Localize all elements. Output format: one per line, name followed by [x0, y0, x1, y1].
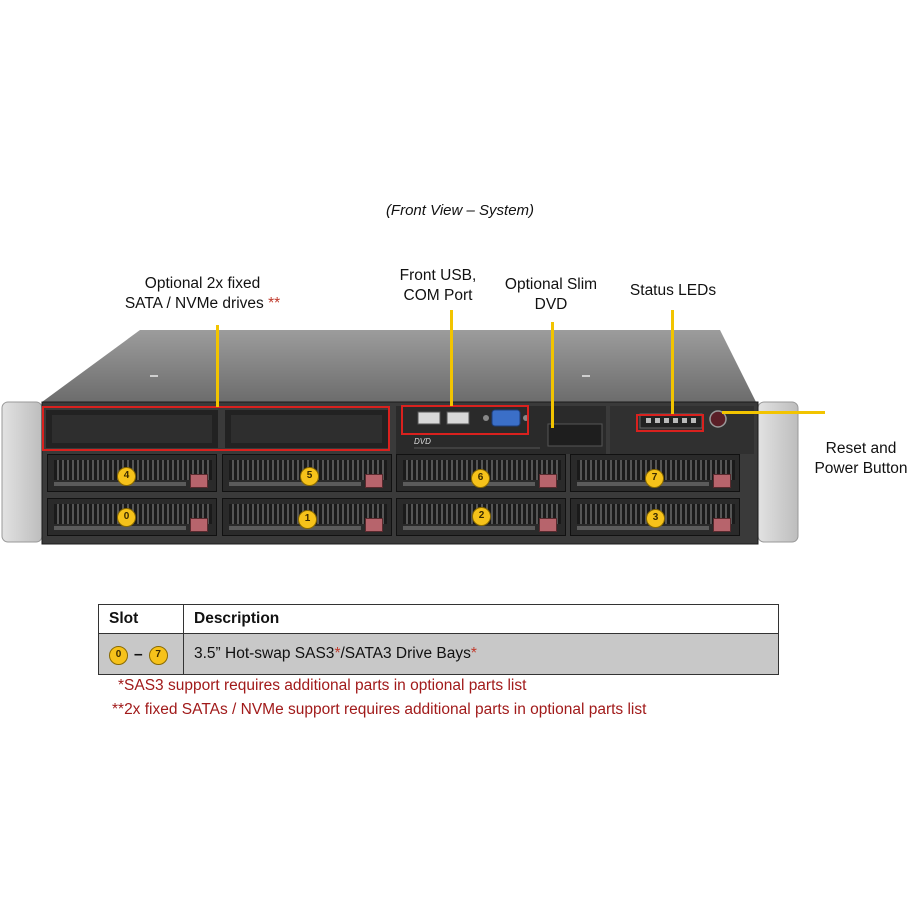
- fixed-drives-footnote: **2x fixed SATAs / NVMe support requires…: [112, 701, 647, 718]
- reset-power-label-line1: Reset and: [825, 440, 897, 457]
- bay-badge-4: 4: [117, 467, 136, 486]
- description-part1: 3.5” Hot-swap SAS3: [194, 645, 335, 662]
- front-usb-leader: [450, 310, 453, 406]
- table-row: 0 – 7 3.5” Hot-swap SAS3*/SATA3 Drive Ba…: [98, 633, 779, 675]
- dvd-logo: DVD: [414, 437, 431, 446]
- fixed-drives-footnote-mark: **: [268, 295, 281, 312]
- status-leds-highlight: [636, 414, 704, 432]
- reset-power-label-line2: Power Button: [814, 460, 908, 477]
- power-button-graphic: [709, 410, 727, 428]
- description-part2: /SATA3 Drive Bays: [340, 645, 471, 662]
- slot-description-table: Slot Description 0 – 7 3.5” Hot-swap SAS…: [98, 604, 779, 675]
- slot-description-cell: 3.5” Hot-swap SAS3*/SATA3 Drive Bays*: [183, 633, 779, 675]
- fixed-drives-label-line1: Optional 2x fixed: [144, 275, 261, 292]
- bay-badge-5: 5: [300, 467, 319, 486]
- reset-power-label: Reset and Power Button: [806, 439, 916, 479]
- front-usb-com-highlight: [401, 405, 529, 435]
- drive-tray-1[interactable]: [222, 498, 392, 536]
- bay-badge-1: 1: [298, 510, 317, 529]
- slot-to-badge: 7: [148, 645, 168, 665]
- table-header-description: Description: [183, 604, 779, 634]
- drive-tray-5[interactable]: [222, 454, 392, 492]
- bay-badge-0: 0: [117, 508, 136, 527]
- slot-from-badge: 0: [109, 645, 128, 665]
- fixed-drives-highlight: [42, 406, 390, 451]
- slot-range-dash: –: [134, 646, 143, 663]
- fixed-drives-label: Optional 2x fixed SATA / NVMe drives **: [110, 274, 295, 314]
- bay-badge-6: 6: [471, 469, 490, 488]
- status-leds-label: Status LEDs: [629, 282, 717, 299]
- front-usb-label: Front USB, COM Port: [388, 266, 488, 306]
- left-rack-ear: [1, 401, 43, 543]
- slim-dvd-leader: [551, 322, 554, 428]
- front-usb-label-line1: Front USB,: [399, 267, 477, 284]
- front-usb-label-line2: COM Port: [403, 287, 473, 304]
- fixed-drives-leader: [216, 325, 219, 407]
- chassis-top-lid: [42, 330, 756, 402]
- sas3-footnote: *SAS3 support requires additional parts …: [118, 677, 527, 694]
- fixed-drives-label-line2: SATA / NVMe drives: [124, 295, 264, 312]
- bay-badge-3: 3: [646, 509, 665, 528]
- bay-badge-7: 7: [645, 469, 664, 488]
- table-header-slot: Slot: [98, 604, 184, 634]
- figure-caption: (Front View – System): [385, 202, 535, 219]
- slim-dvd-label-line1: Optional Slim: [504, 276, 598, 293]
- right-rack-ear: [757, 401, 799, 543]
- description-star1: *: [334, 645, 341, 662]
- description-star2: *: [470, 645, 477, 662]
- reset-power-leader: [722, 411, 825, 414]
- slim-dvd-label-line2: DVD: [534, 296, 568, 313]
- slim-dvd-label: Optional Slim DVD: [495, 275, 607, 315]
- bay-badge-2: 2: [472, 507, 491, 526]
- slot-range-cell: 0 – 7: [98, 633, 184, 675]
- status-leds-leader: [671, 310, 674, 414]
- table-header-row: Slot Description: [98, 604, 779, 634]
